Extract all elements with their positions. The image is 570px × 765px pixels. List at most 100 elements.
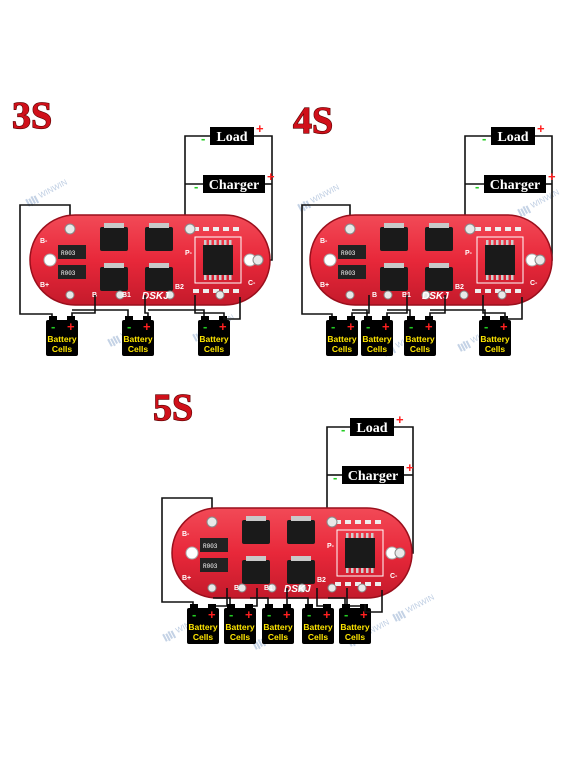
smd-cap: [213, 227, 219, 231]
pad-label-b-plus: B+: [320, 282, 329, 289]
ic-pin: [224, 240, 227, 245]
resistor-code: R003: [341, 270, 356, 277]
wire: [386, 295, 408, 316]
smd-cap: [505, 289, 511, 293]
cell-terminal: [143, 316, 151, 321]
watermark-mark: [30, 195, 37, 204]
watermark-mark: [525, 205, 532, 214]
minus-sign: -: [203, 319, 207, 334]
ic-pin: [219, 275, 222, 280]
smd-cap: [345, 520, 351, 524]
wire: [213, 597, 231, 604]
wire: [144, 295, 149, 316]
wire: [364, 590, 383, 613]
smd-cap: [213, 289, 219, 293]
pad-label-p: P-: [327, 543, 335, 550]
charger-plus-sign: +: [548, 169, 556, 184]
board-brand: DSKJ: [142, 291, 169, 302]
cell-label: Battery: [199, 334, 229, 344]
watermark: WINWIN: [297, 183, 341, 212]
charger-label: Charger: [209, 178, 260, 193]
charger-label: Charger: [348, 469, 399, 484]
minus-sign: -: [267, 607, 271, 622]
pad-label-b-plus: B+: [182, 575, 191, 582]
ic-pin: [371, 533, 374, 538]
smd-cap: [375, 520, 381, 524]
mosfet-chip: [287, 560, 315, 584]
smd-cap: [485, 227, 491, 231]
diagram-title: 3S: [12, 95, 52, 137]
smd-cap: [475, 227, 481, 231]
load-label: Load: [497, 130, 528, 145]
solder-pad: [207, 583, 217, 593]
mosfet-chip: [100, 267, 128, 291]
board-brand: DSKJ: [284, 584, 311, 595]
cell-label: Cells: [485, 344, 506, 354]
resistor-code: R003: [203, 543, 218, 550]
watermark-mark: [462, 340, 469, 349]
wire: [184, 135, 210, 229]
pad-label-b-plus: B+: [40, 282, 49, 289]
cell-label: Cells: [204, 344, 225, 354]
ic-pin: [501, 275, 504, 280]
ic-pin: [204, 275, 207, 280]
mosfet-tab: [246, 556, 266, 561]
cell-label: Cells: [410, 344, 431, 354]
smd-cap: [335, 520, 341, 524]
watermark-mark: [112, 335, 119, 344]
cell-terminal: [347, 316, 355, 321]
minus-sign: -: [409, 319, 413, 334]
smd-cap: [223, 289, 229, 293]
cell-terminal: [305, 604, 313, 609]
watermark-mark: [522, 205, 529, 214]
ic-pin: [361, 568, 364, 573]
solder-pad: [184, 223, 196, 235]
diagram-title: 5S: [153, 387, 193, 429]
wire: [352, 309, 368, 316]
control-ic: [485, 245, 515, 275]
plus-sign: +: [347, 319, 355, 334]
cell-label: Cells: [345, 632, 366, 642]
solder-pad: [165, 290, 175, 300]
wire: [464, 135, 491, 229]
pad-label-b2: B2: [175, 284, 184, 291]
mosfet-chip: [425, 227, 453, 251]
smd-cap: [355, 520, 361, 524]
ic-pin: [356, 533, 359, 538]
load-minus-sign: -: [201, 131, 205, 146]
wire: [429, 295, 446, 316]
plus-sign: +: [67, 319, 75, 334]
watermark-text: WINWIN: [309, 183, 341, 206]
smd-cap: [365, 582, 371, 586]
watermark: WINWIN: [392, 593, 436, 622]
cell-label: Cells: [230, 632, 251, 642]
cell-terminal: [360, 604, 368, 609]
cell-label: Cells: [367, 344, 388, 354]
pad-label-b2: B2: [455, 284, 464, 291]
load-box: [210, 127, 254, 145]
cell-terminal: [364, 316, 372, 321]
mosfet-chip: [380, 267, 408, 291]
mosfet-tab: [246, 516, 266, 521]
charger-minus-sign: -: [475, 179, 479, 194]
mosfet-chip: [145, 267, 173, 291]
cell-terminal: [283, 604, 291, 609]
ic-pin: [351, 533, 354, 538]
smd-cap: [505, 227, 511, 231]
ic-pin: [366, 568, 369, 573]
plus-sign: +: [245, 607, 253, 622]
smd-cap: [233, 289, 239, 293]
ic-pin: [506, 275, 509, 280]
ic-outline: [336, 529, 384, 577]
ic-pin: [214, 275, 217, 280]
watermark-text: WINWIN: [404, 593, 436, 616]
cell-label: Battery: [263, 622, 293, 632]
mosfet-tab: [104, 263, 124, 268]
mosfet-chip: [380, 227, 408, 251]
solder-pad: [326, 516, 338, 528]
load-plus-sign: +: [537, 121, 545, 136]
cell-terminal: [190, 604, 198, 609]
smd-cap: [365, 520, 371, 524]
